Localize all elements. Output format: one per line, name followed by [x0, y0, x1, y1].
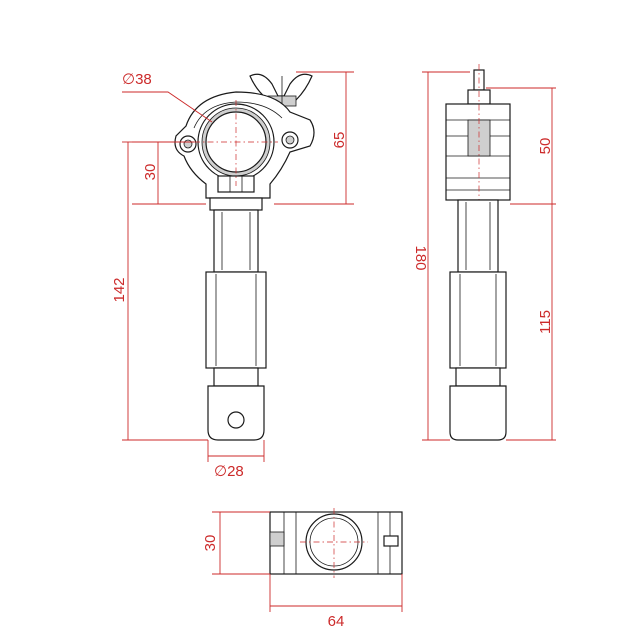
dim-side-spigot: 115	[506, 204, 556, 441]
dim-tube-diameter: ∅38	[122, 71, 213, 123]
dim-front-total-value: 142	[111, 277, 128, 302]
dim-clamp-jaw: 30	[132, 141, 206, 205]
dim-front-total: 142	[111, 141, 208, 441]
dim-clamp-jaw-value: 30	[142, 164, 159, 181]
dim-bottom-height: 30	[202, 511, 270, 575]
dim-bottom-height-value: 30	[202, 535, 219, 552]
dim-bottom-width: 64	[269, 574, 403, 630]
bottom-view: 30 64	[202, 508, 403, 630]
dim-side-total-value: 180	[412, 245, 429, 270]
dim-side-top: 50	[486, 87, 556, 205]
dim-spigot-diameter: ∅28	[207, 440, 265, 480]
side-view: 180 50 115	[412, 64, 556, 441]
spigot	[205, 197, 267, 441]
dim-side-top-value: 50	[537, 138, 554, 155]
svg-text:∅38: ∅38	[122, 71, 152, 88]
svg-text:∅28: ∅28	[214, 463, 244, 480]
dim-tube-diameter-value: 38	[135, 71, 152, 88]
diameter-symbol: ∅	[122, 71, 135, 88]
front-view: ∅38 65 30 142 ∅28	[111, 71, 354, 480]
dim-clamp-height-value: 65	[331, 132, 348, 149]
dim-side-total: 180	[412, 71, 470, 441]
clamp-body	[174, 91, 315, 199]
dim-bottom-width-value: 64	[328, 613, 345, 630]
diameter-symbol-2: ∅	[214, 463, 227, 480]
dim-spigot-diameter-value: 28	[227, 463, 244, 480]
dim-clamp-height: 65	[274, 71, 354, 205]
dim-side-spigot-value: 115	[537, 310, 554, 334]
